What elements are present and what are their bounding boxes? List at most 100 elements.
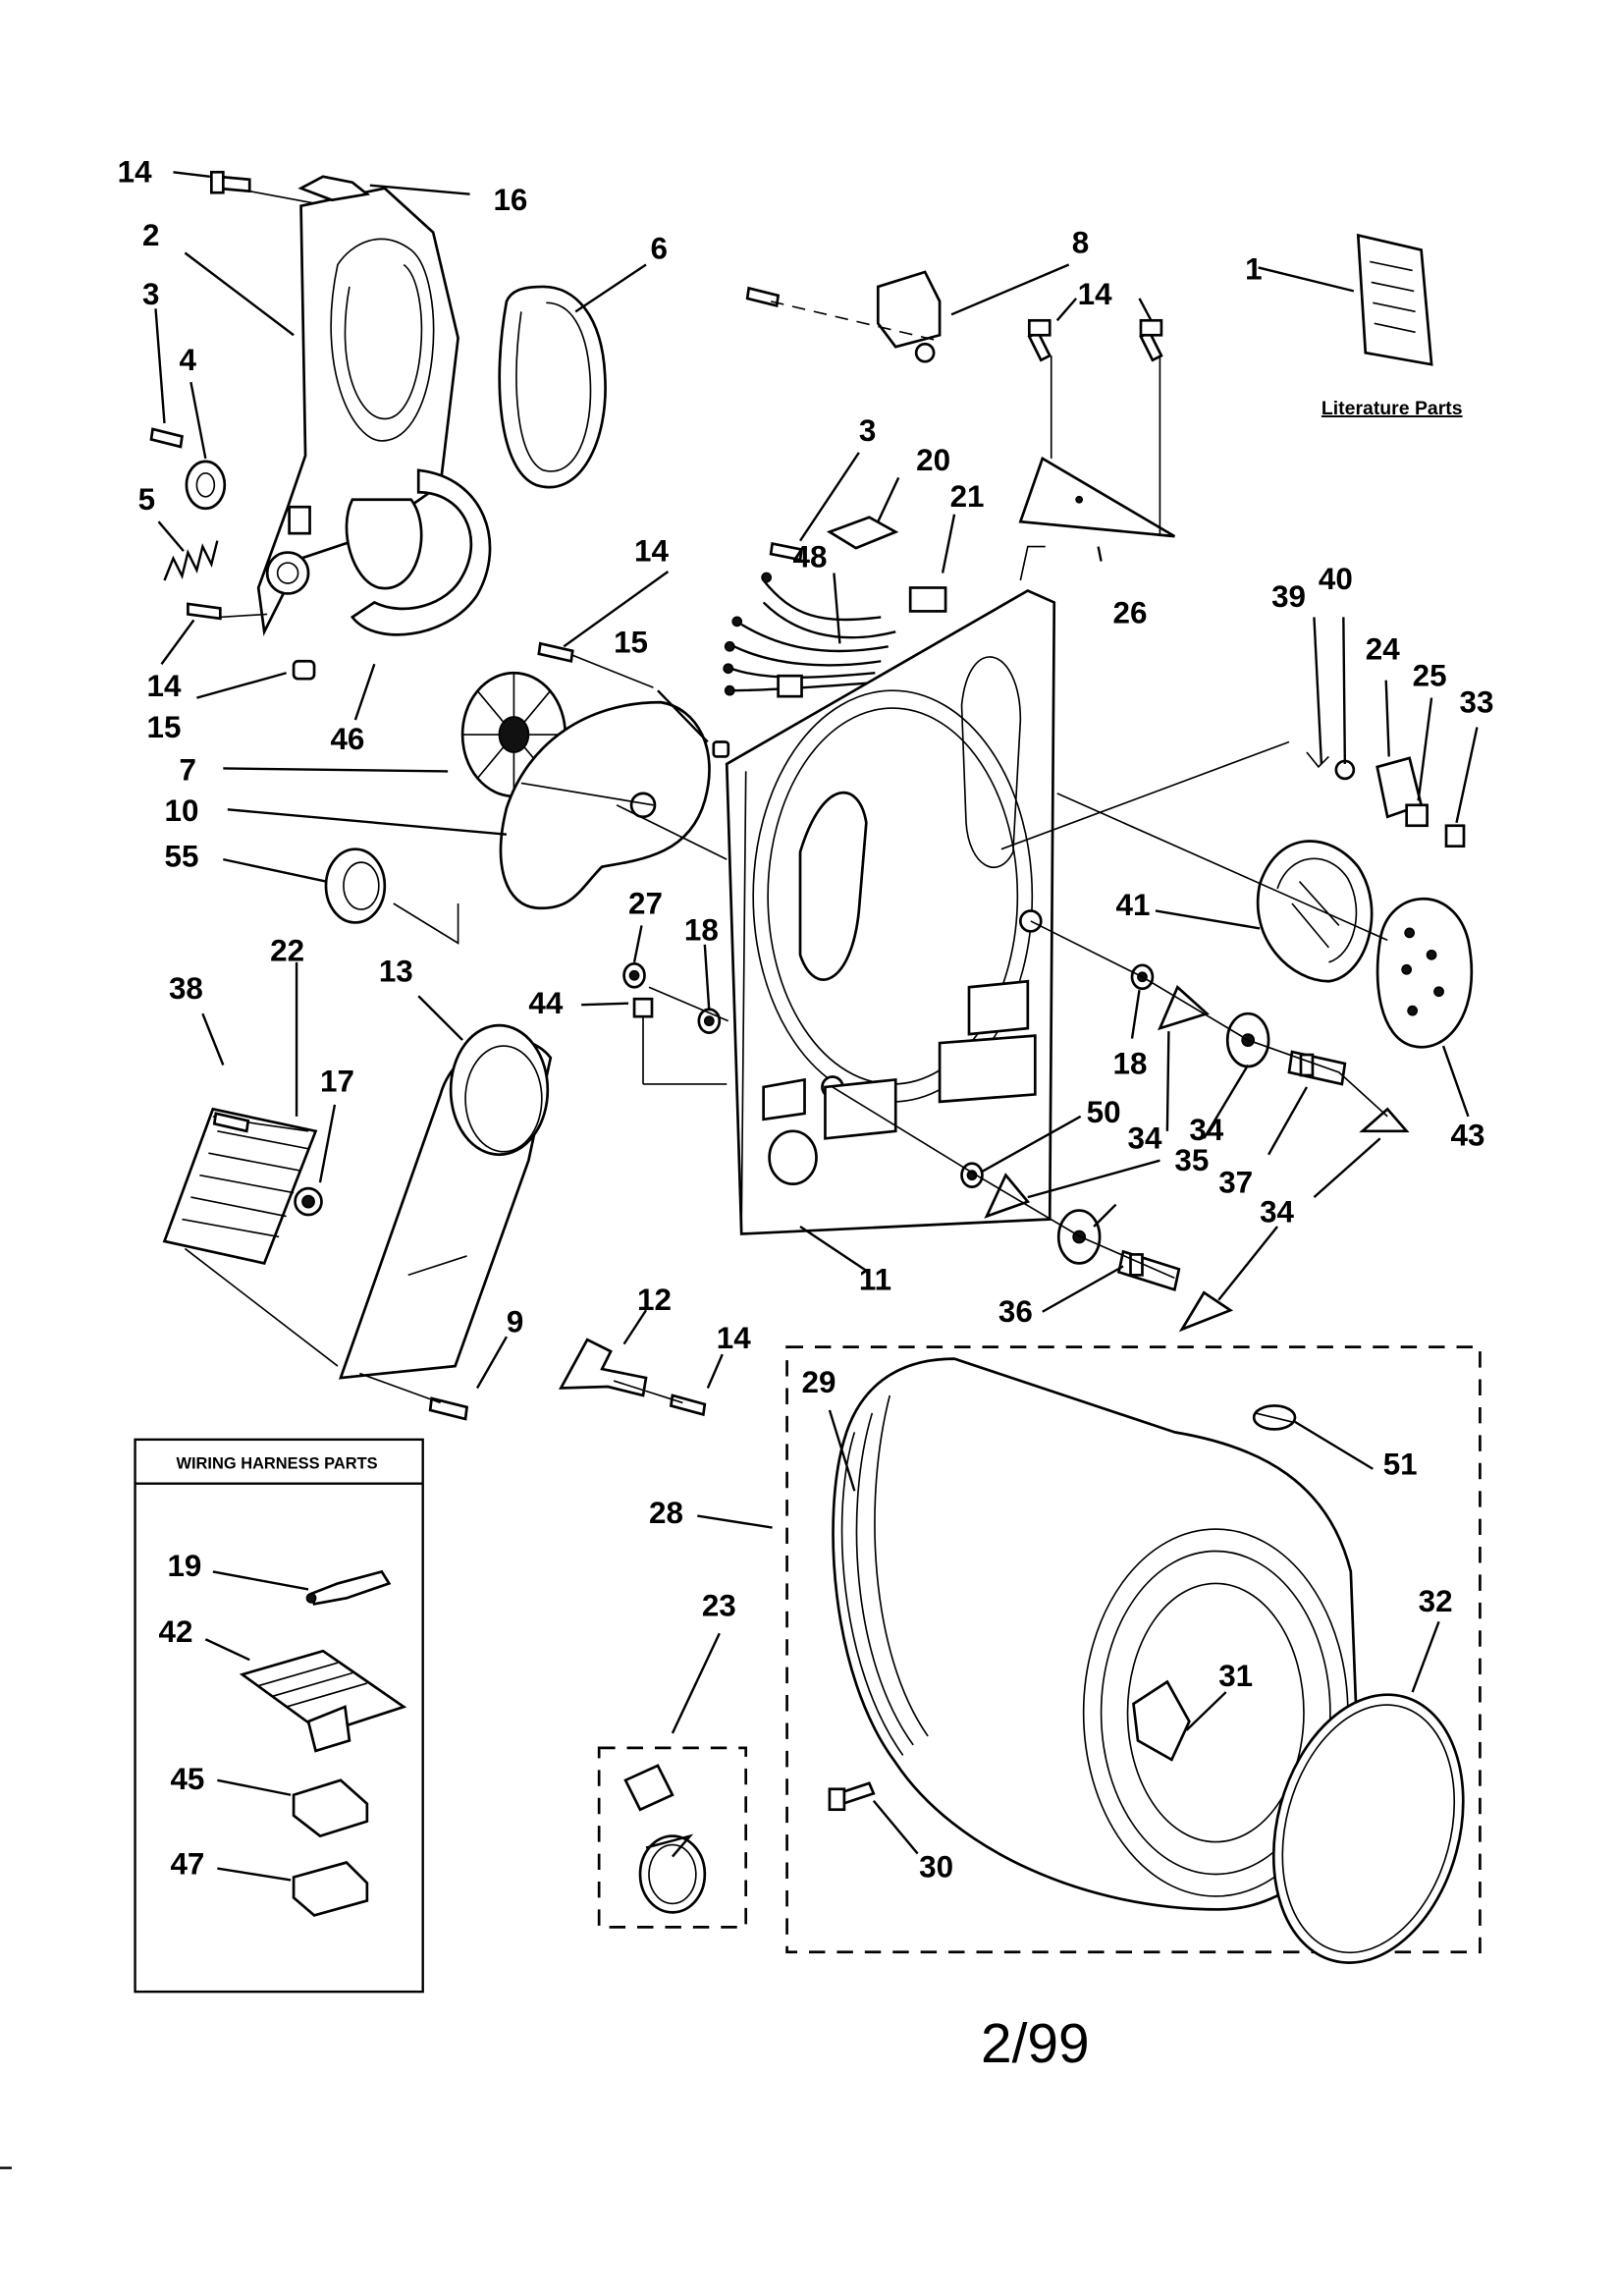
callout-43: 43 — [1451, 1119, 1485, 1153]
front-panel-part — [1375, 897, 1474, 1049]
top-clip-part — [297, 175, 371, 202]
callout-17: 17 — [320, 1064, 354, 1098]
callout-11: 11 — [859, 1262, 891, 1296]
callout-15: 15 — [614, 625, 648, 659]
screw-part — [537, 641, 574, 663]
date-code: 2/99 — [981, 2013, 1090, 2075]
circuit-board-part — [826, 516, 899, 550]
terminal-part — [305, 1569, 392, 1606]
spacer-part — [292, 659, 316, 681]
wiring-harness-box: WIRING HARNESS PARTS — [134, 1438, 424, 1994]
shaft-part — [1116, 1249, 1181, 1292]
lint-duct-part — [338, 1023, 553, 1380]
callout-40: 40 — [1319, 562, 1353, 596]
bracket-part — [558, 1338, 648, 1397]
callout-6: 6 — [650, 231, 667, 265]
washer-part — [622, 961, 646, 989]
literature-parts-label: Literature Parts — [1321, 398, 1463, 419]
callout-27: 27 — [628, 886, 663, 920]
screw-part — [210, 170, 251, 194]
callout-33: 33 — [1459, 685, 1493, 720]
callout-1: 1 — [1245, 251, 1262, 286]
heater-part — [162, 1107, 318, 1265]
callout-50: 50 — [1087, 1095, 1121, 1129]
washer-part — [960, 1162, 984, 1188]
triangle-bracket-part — [1158, 984, 1210, 1031]
callout-37: 37 — [1218, 1166, 1253, 1200]
screw-part — [1139, 318, 1163, 362]
callout-7: 7 — [179, 752, 195, 787]
screw-part — [828, 1781, 876, 1812]
callout-25: 25 — [1413, 659, 1447, 693]
callout-14: 14 — [118, 155, 152, 190]
callout-34: 34 — [1260, 1195, 1294, 1230]
callout-34: 34 — [1128, 1121, 1162, 1156]
callout-16: 16 — [493, 183, 527, 217]
callout-48: 48 — [793, 540, 828, 574]
callout-31: 31 — [1218, 1659, 1253, 1693]
callout-8: 8 — [1072, 226, 1089, 260]
support-plate-part — [1018, 456, 1176, 538]
drum-support-box — [597, 1746, 748, 1929]
callout-5: 5 — [138, 482, 155, 517]
door-switch-part — [876, 270, 942, 363]
leader-lines — [154, 171, 1479, 1882]
spring-part — [163, 540, 219, 581]
callout-35: 35 — [1174, 1143, 1209, 1177]
callout-45: 45 — [170, 1762, 204, 1796]
triangle-bracket-part — [1178, 1290, 1234, 1333]
screw-part — [769, 542, 804, 562]
screw-part — [187, 602, 222, 621]
front-bulkhead-part — [725, 588, 1056, 1235]
small-connector-part — [292, 1778, 369, 1838]
blower-housing-part — [499, 700, 711, 909]
bolt-part — [632, 997, 654, 1084]
drum-baffle-part — [1252, 1404, 1297, 1431]
callout-3: 3 — [859, 413, 876, 448]
callout-29: 29 — [802, 1365, 836, 1399]
screw-part — [428, 1396, 469, 1421]
callout-55: 55 — [164, 840, 198, 874]
screw-part — [1027, 318, 1052, 362]
drum-seal-part — [1271, 1693, 1465, 1964]
callout-15: 15 — [147, 710, 182, 744]
blower-seal-part — [324, 847, 387, 924]
callout-4: 4 — [179, 343, 196, 377]
callout-2: 2 — [142, 218, 159, 252]
rear-bulkhead-part — [256, 187, 459, 636]
idler-pulley-part — [1306, 751, 1466, 848]
callout-12: 12 — [637, 1283, 672, 1317]
callout-26: 26 — [1113, 595, 1148, 629]
callout-22: 22 — [270, 933, 304, 967]
screw-part — [745, 286, 781, 308]
callout-34: 34 — [1189, 1113, 1223, 1147]
thermostat-part — [294, 1186, 323, 1217]
duct-seal-part — [350, 468, 492, 636]
callout-36: 36 — [998, 1294, 1033, 1329]
callout-39: 39 — [1271, 579, 1306, 614]
drum-part — [832, 1357, 1360, 1911]
wiring-harness-title: WIRING HARNESS PARTS — [176, 1455, 377, 1473]
screw-part — [669, 1394, 707, 1417]
spacer-part — [712, 740, 730, 758]
callout-14: 14 — [717, 1321, 751, 1355]
drum-support-roller-part — [623, 1764, 707, 1914]
triangle-bracket-part — [984, 1173, 1031, 1219]
bearing-part — [185, 460, 227, 511]
callout-46: 46 — [330, 722, 364, 756]
callout-21: 21 — [950, 479, 985, 514]
callout-44: 44 — [528, 986, 563, 1020]
callout-9: 9 — [507, 1305, 523, 1339]
screw-part — [212, 1112, 250, 1133]
triangle-bracket-part — [1359, 1107, 1410, 1133]
callout-18: 18 — [1113, 1046, 1148, 1080]
drum-assembly-box — [785, 1345, 1482, 1954]
callout-13: 13 — [379, 954, 413, 988]
callout-labels: 14 16 2 6 3 4 5 14 15 46 7 10 55 22 38 1… — [118, 155, 1494, 1885]
callout-10: 10 — [164, 793, 198, 828]
callout-42: 42 — [159, 1614, 193, 1649]
plug-connector-part — [292, 1861, 369, 1917]
callout-38: 38 — [169, 971, 203, 1006]
filter-housing-part — [1256, 840, 1374, 983]
